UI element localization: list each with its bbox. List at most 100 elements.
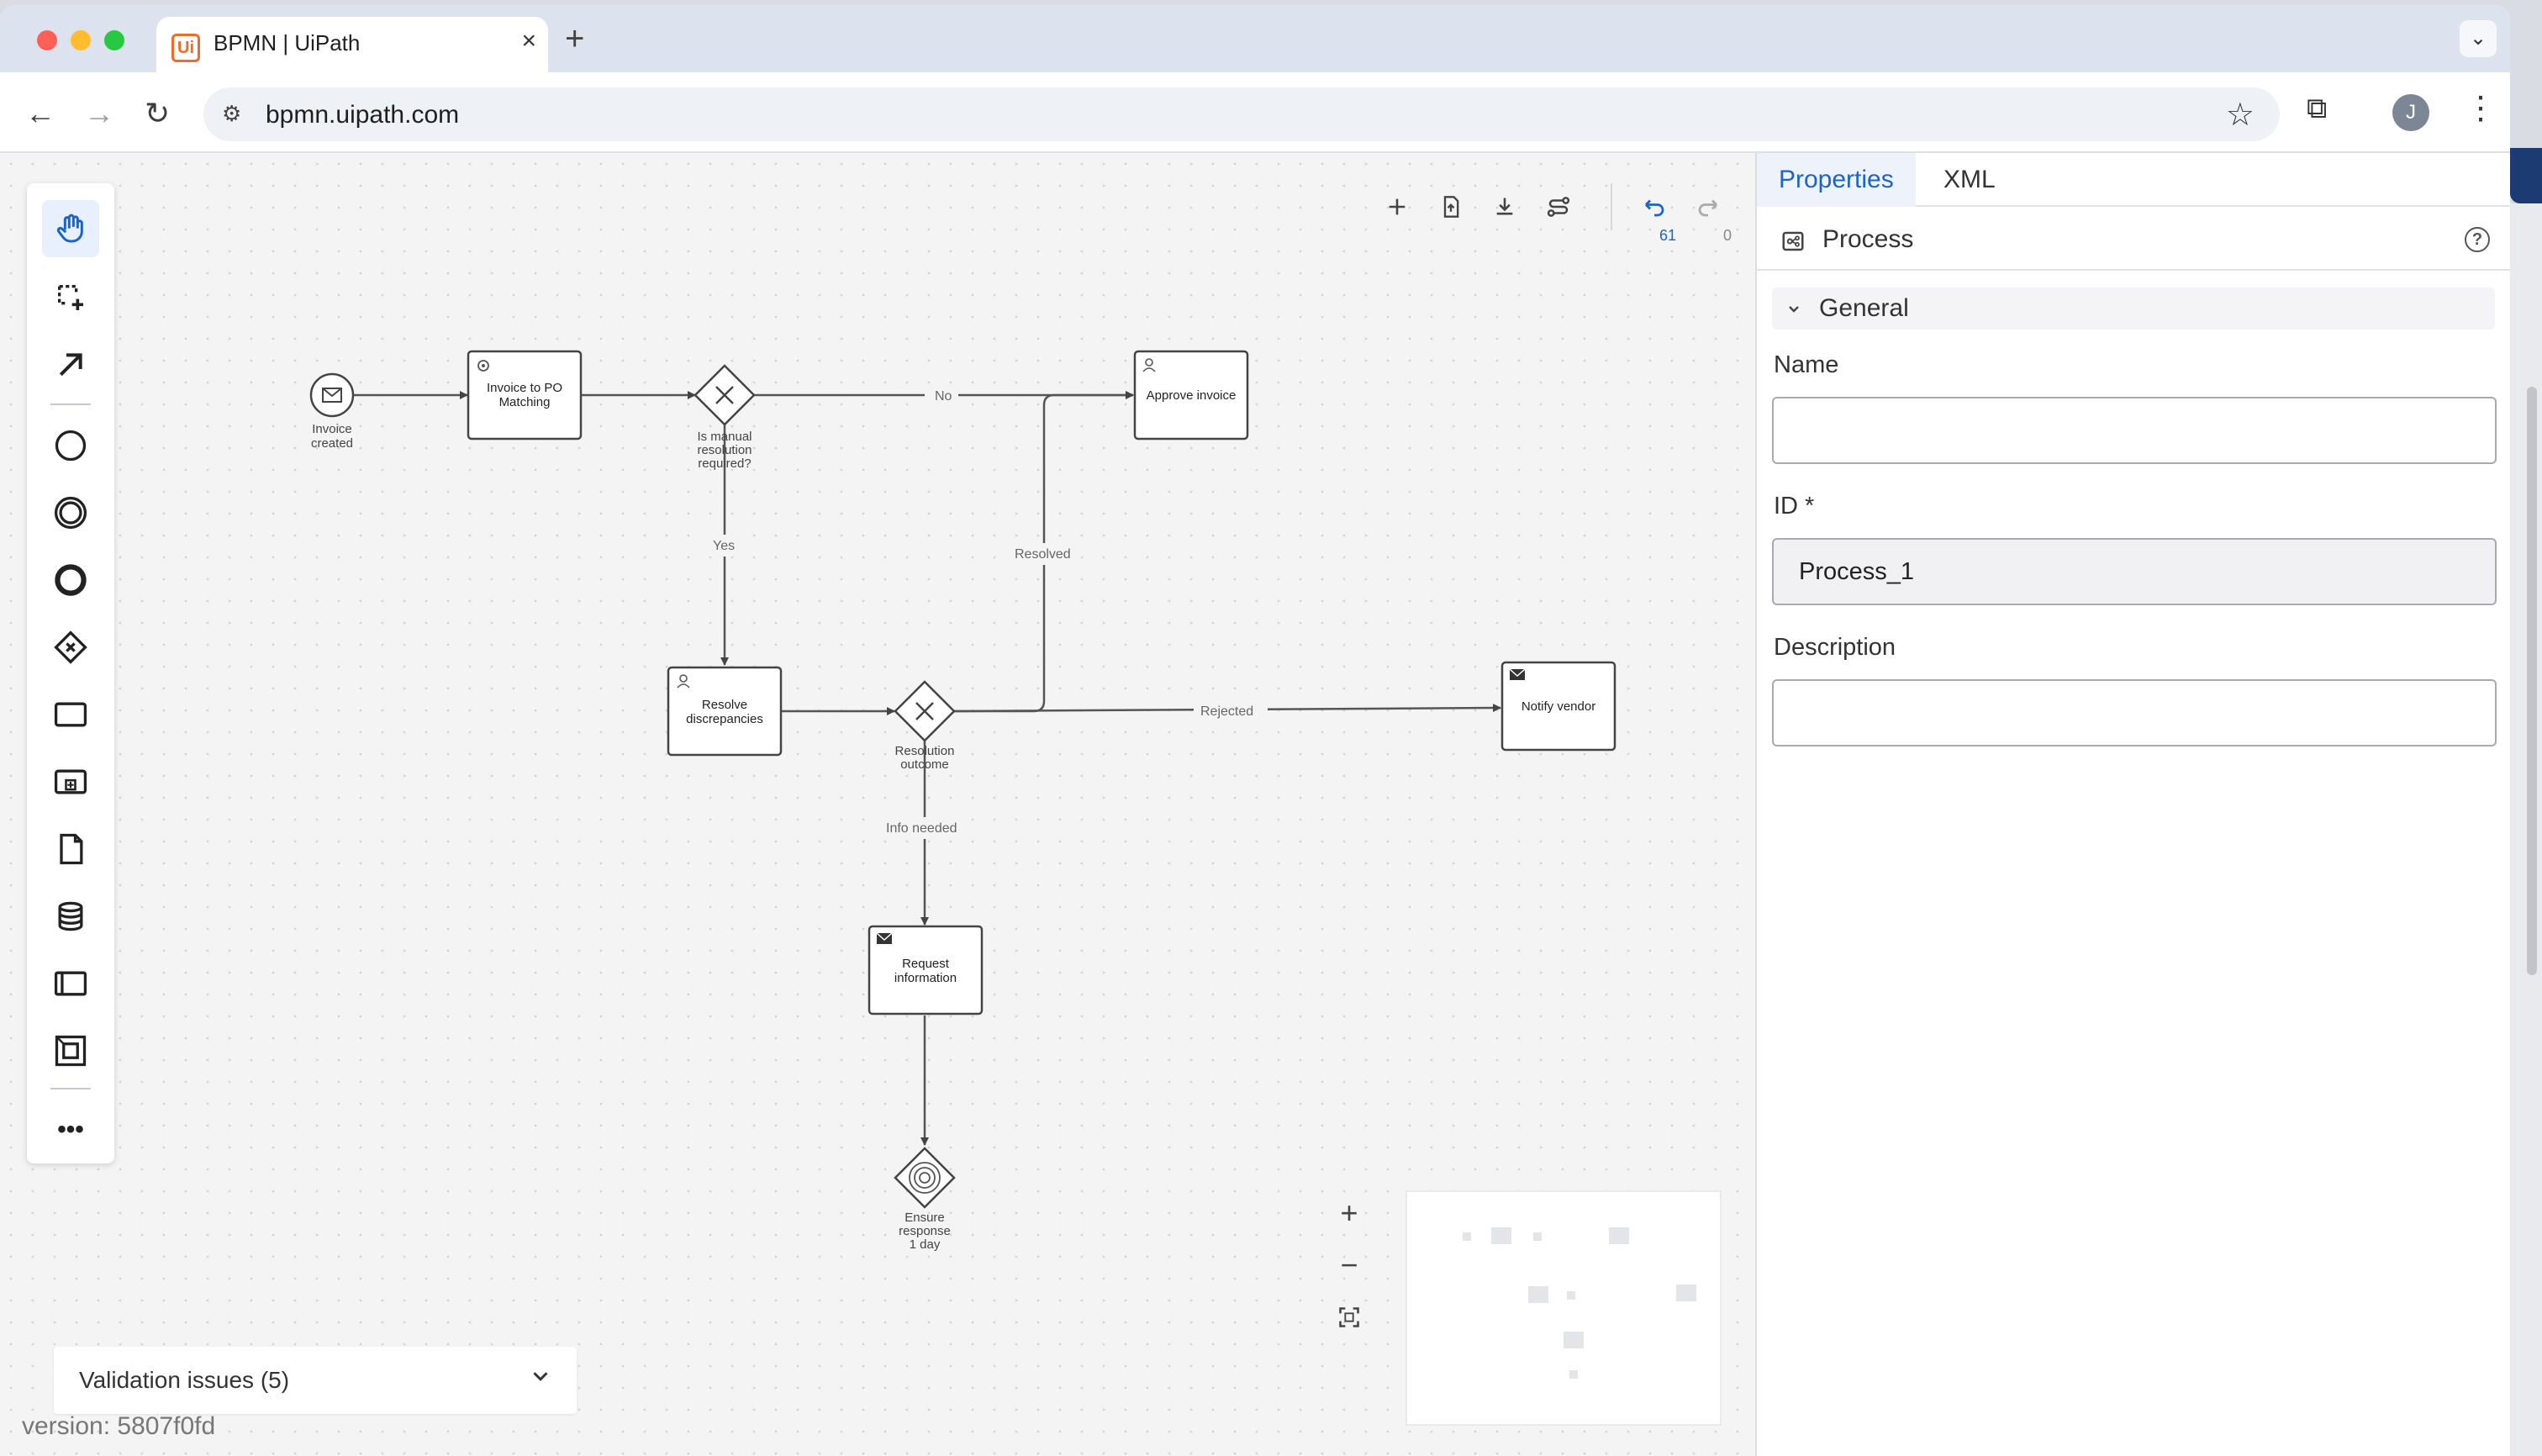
lasso-select-icon <box>58 285 83 310</box>
minimap-node <box>1676 1285 1696 1301</box>
create-new-button[interactable] <box>1379 188 1416 225</box>
address-bar[interactable]: ⚙ bpmn.uipath.com ☆ <box>203 87 2280 141</box>
browser-menu-icon[interactable]: ⋮ <box>2465 91 2497 126</box>
lasso-tool-button[interactable] <box>42 269 99 326</box>
browser-tab[interactable]: Ui BPMN | UiPath × <box>156 17 548 79</box>
task-resolve-label-2: discrepancies <box>686 712 763 726</box>
minimap-node <box>1528 1286 1548 1303</box>
extensions-puzzle-icon[interactable]: ⧉ <box>2307 92 2328 124</box>
minimap-node <box>1567 1291 1575 1300</box>
fit-screen-icon <box>1339 1307 1359 1327</box>
redo-icon <box>1698 199 1717 217</box>
general-group-label: General <box>1819 294 1909 322</box>
plus-icon <box>1389 198 1405 215</box>
new-tab-icon[interactable]: + <box>565 20 585 57</box>
zoom-out-icon[interactable]: − <box>1340 1248 1358 1282</box>
page-scrollbar-thumb[interactable] <box>2527 387 2537 975</box>
start-event-label-1: Invoice <box>312 422 352 436</box>
download-icon <box>1496 198 1513 215</box>
tab-properties[interactable]: Properties <box>1757 153 1916 207</box>
site-settings-icon[interactable]: ⚙ <box>222 101 242 126</box>
start-event-message[interactable] <box>309 372 355 418</box>
hand-tool-button[interactable] <box>42 200 99 257</box>
window-corner-accent <box>2510 148 2542 203</box>
task-tool[interactable] <box>42 686 99 743</box>
undo-count: 61 <box>1659 227 1677 244</box>
uipath-favicon-icon: Ui <box>171 34 200 62</box>
download-button[interactable] <box>1486 188 1523 225</box>
bpmn-app: No Yes Resolved Rejected Info needed Inv… <box>0 153 2510 1456</box>
flow-label-yes: Yes <box>713 539 735 553</box>
tab-close-icon[interactable]: × <box>521 27 536 55</box>
description-field[interactable] <box>1772 679 2497 746</box>
gateway-manual-resolution[interactable] <box>694 364 756 426</box>
intermediate-event-tool[interactable] <box>42 484 99 541</box>
database-icon <box>58 901 83 931</box>
more-tools-button[interactable]: ••• <box>42 1101 99 1158</box>
maximize-window-button[interactable] <box>104 30 124 50</box>
task-request-label-1: Request <box>902 957 950 971</box>
zoom-in-icon[interactable]: + <box>1340 1195 1358 1230</box>
tab-search-chevron-icon[interactable]: ⌄ <box>2460 20 2497 57</box>
redo-button[interactable] <box>1690 188 1727 225</box>
profile-avatar[interactable]: J <box>2392 94 2429 131</box>
tool-palette: ••• <box>27 183 114 1163</box>
group-icon <box>55 1035 87 1067</box>
url-text[interactable]: bpmn.uipath.com <box>266 101 460 129</box>
fit-view-button[interactable] <box>1328 1296 1370 1338</box>
panel-header: Process ? <box>1757 207 2510 271</box>
task-resolve-discrepancies[interactable] <box>667 666 783 757</box>
gateway-manual-label-1: Is manual <box>697 430 752 444</box>
diagram-canvas[interactable]: No Yes Resolved Rejected Info needed Inv… <box>0 153 1755 1456</box>
validation-issues-dropdown[interactable]: Validation issues (5) <box>54 1347 577 1414</box>
palette-separator <box>50 404 91 405</box>
browser-window: Ui BPMN | UiPath × + ⌄ ← → ↻ ⚙ bpmn.uipa… <box>0 5 2510 1456</box>
end-event-escalation[interactable] <box>894 1147 956 1209</box>
reload-icon[interactable]: ↻ <box>145 96 171 130</box>
minimap[interactable] <box>1405 1190 1722 1426</box>
forward-arrow-icon[interactable]: → <box>84 96 114 130</box>
gateway-tool[interactable] <box>42 619 99 676</box>
minimize-window-button[interactable] <box>71 30 91 50</box>
group-tool[interactable] <box>42 1022 99 1079</box>
help-icon[interactable]: ? <box>2465 227 2490 252</box>
chevron-down-icon <box>1784 296 1804 325</box>
properties-panel: Properties XML Process ? General Name ID… <box>1755 153 2510 1456</box>
thick-circle-icon <box>55 564 87 596</box>
data-store-tool[interactable] <box>42 888 99 945</box>
undo-button[interactable] <box>1636 188 1673 225</box>
minimap-node <box>1564 1332 1584 1348</box>
task-approve-invoice[interactable] <box>1133 350 1249 440</box>
flow-label-rejected: Rejected <box>1200 704 1253 719</box>
back-arrow-icon[interactable]: ← <box>25 96 55 130</box>
bookmark-star-icon[interactable]: ☆ <box>2225 98 2255 133</box>
pool-tool[interactable] <box>42 955 99 1012</box>
name-field[interactable] <box>1772 397 2497 464</box>
end-event-tool[interactable] <box>42 551 99 609</box>
minimap-node <box>1533 1232 1542 1241</box>
task-notify-vendor[interactable] <box>1500 661 1616 752</box>
tab-xml[interactable]: XML <box>1943 166 1996 193</box>
subprocess-tool[interactable] <box>42 753 99 810</box>
data-object-tool[interactable] <box>42 820 99 878</box>
name-label: Name <box>1774 351 1839 378</box>
gateway-outcome-label-2: outcome <box>900 757 949 772</box>
bpmn-diagram[interactable]: No Yes Resolved Rejected Info needed Inv… <box>0 153 1755 1456</box>
gateway-resolution-outcome[interactable] <box>894 680 956 742</box>
connect-tool-button[interactable] <box>42 336 99 393</box>
open-file-button[interactable] <box>1432 188 1469 225</box>
close-window-button[interactable] <box>37 30 57 50</box>
general-group-header[interactable]: General <box>1772 288 2495 330</box>
task-request-information[interactable] <box>868 925 984 1016</box>
task-po-label-2: Matching <box>499 395 551 409</box>
page-scrollbar-track[interactable] <box>2510 203 2542 1456</box>
id-field[interactable] <box>1772 538 2497 605</box>
task-resolve-label-1: Resolve <box>702 698 747 712</box>
task-invoice-to-po-matching[interactable] <box>467 350 583 440</box>
process-icon <box>1780 229 1806 258</box>
auto-layout-button[interactable] <box>1540 188 1577 225</box>
start-event-tool[interactable] <box>42 417 99 474</box>
flow-label-info-needed: Info needed <box>886 821 957 836</box>
tab-title: BPMN | UiPath <box>214 30 361 55</box>
circle-thin-icon <box>55 430 87 462</box>
